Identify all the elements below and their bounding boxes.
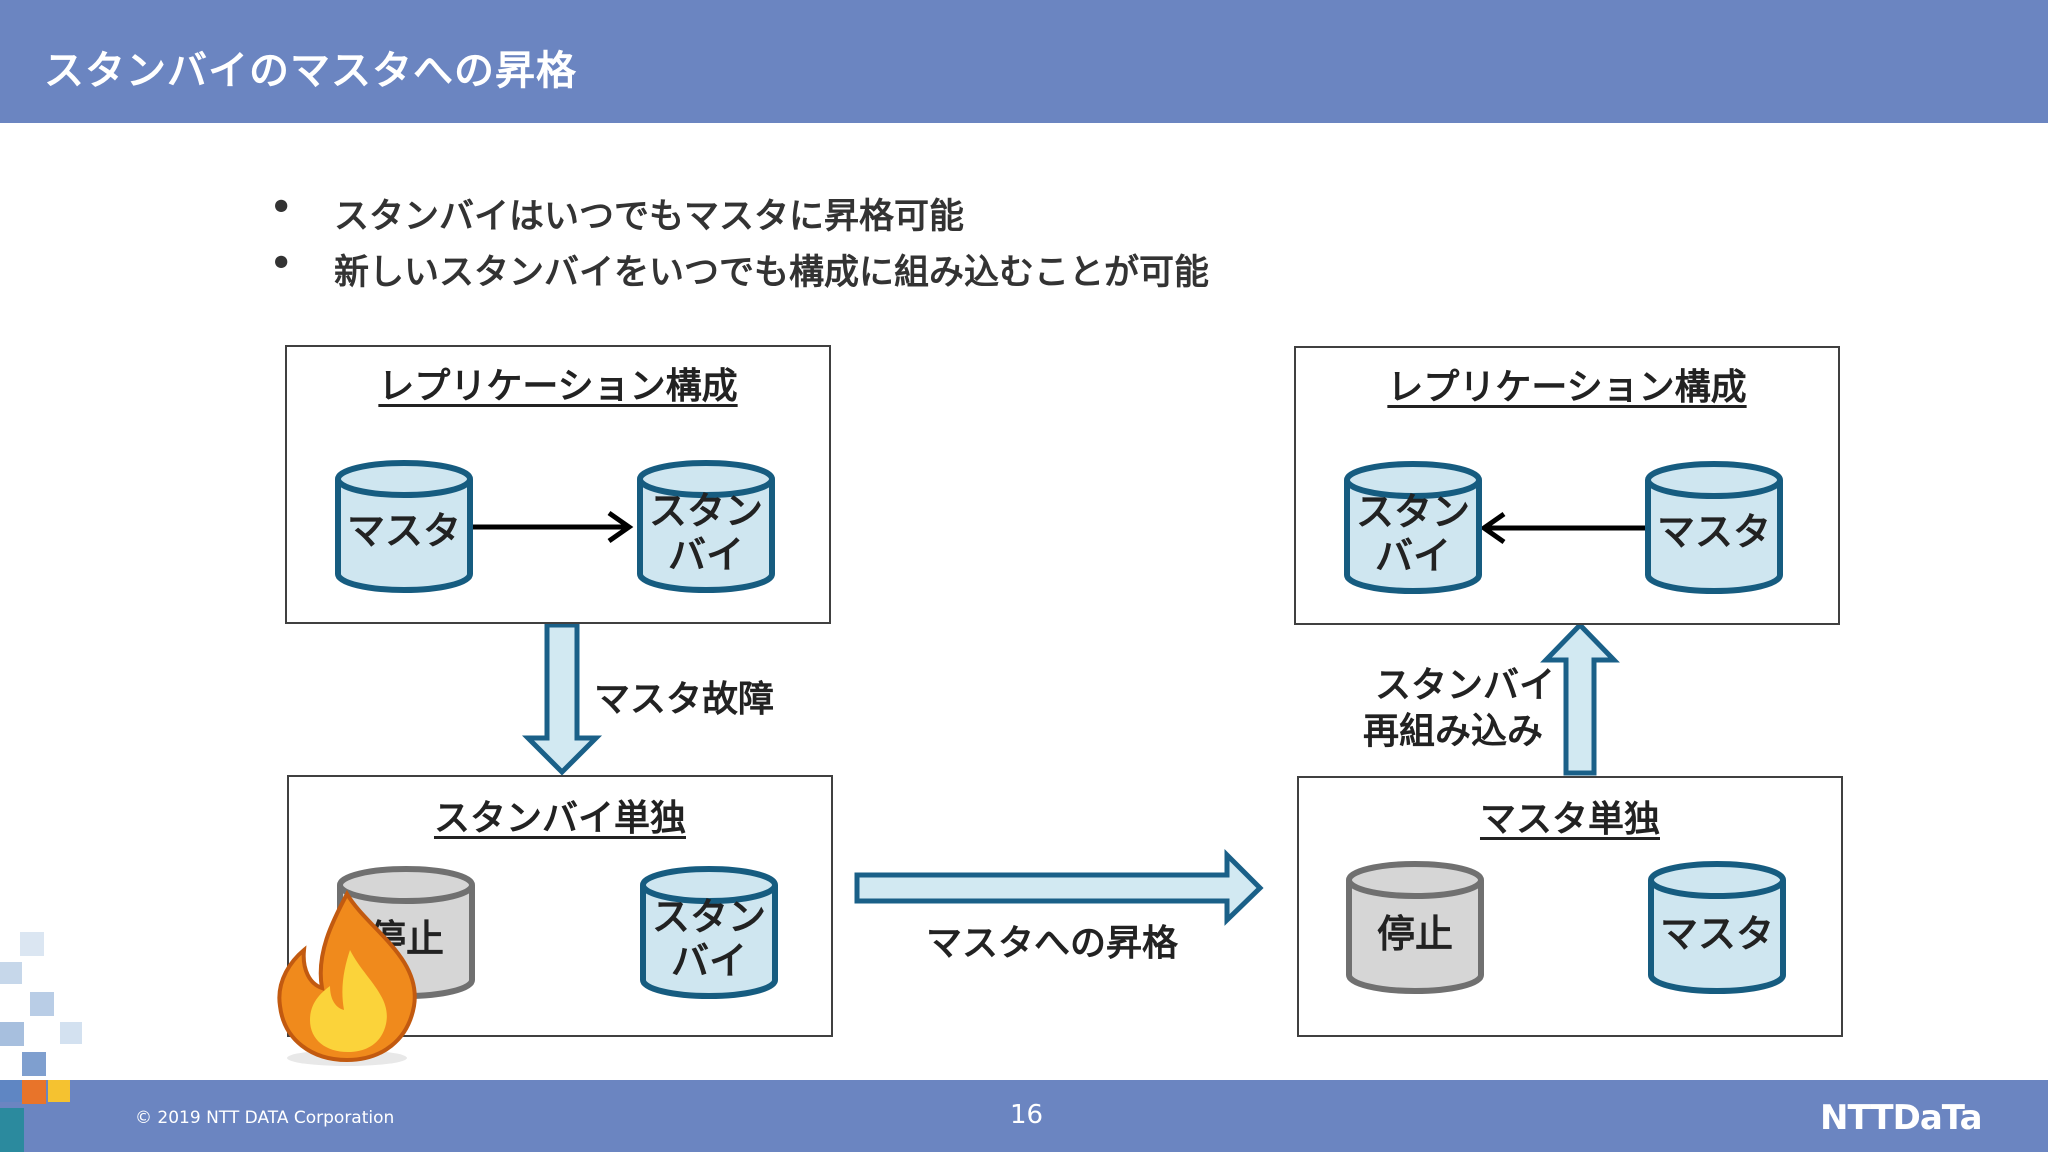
slide-title: スタンバイのマスタへの昇格 (44, 48, 577, 94)
box-title: マスタ単独 (1479, 799, 1660, 840)
cylinder-label: マスタ (1656, 510, 1771, 554)
arrow-down-shape (521, 622, 603, 776)
copyright-text: © 2019 NTT DATA Corporation (135, 1108, 395, 1128)
standby-db-cylinder: スタン バイ (1343, 460, 1483, 595)
box-title: レプリケーション構成 (378, 366, 738, 407)
replication-box-after: レプリケーション構成 スタン バイ マスタ (1294, 346, 1840, 625)
header-bar (0, 0, 2048, 123)
box-title: レプリケーション構成 (1387, 367, 1747, 408)
fire-icon (277, 889, 417, 1066)
bullet-marker: • (270, 244, 293, 284)
cylinder-label: マスタ (346, 509, 461, 553)
master-db-cylinder: マスタ (1644, 460, 1784, 595)
replication-arrow (1479, 511, 1645, 545)
cylinder-label-line2: バイ (1374, 534, 1451, 578)
standby-only-box: スタンバイ単独 停止 スタン バイ (287, 775, 833, 1037)
footer-bar (0, 1080, 2048, 1152)
arrow-up-shape (1540, 621, 1620, 776)
standby-db-cylinder: スタン バイ (636, 459, 776, 594)
master-db-cylinder: マスタ (334, 459, 474, 594)
company-logo: NTTDaTa (1820, 1098, 1983, 1138)
bullet-text: スタンバイはいつでもマスタに昇格可能 (334, 197, 965, 237)
reattach-label-line1: スタンバイ (1375, 665, 1556, 706)
stopped-db-cylinder: 停止 (1345, 860, 1485, 995)
master-db-cylinder: マスタ (1647, 860, 1787, 995)
arrow-right-shape (854, 848, 1264, 926)
standby-db-cylinder: スタン バイ (639, 865, 779, 1000)
cylinder-label-line2: バイ (667, 533, 744, 577)
box-title: スタンバイ単独 (433, 798, 686, 839)
decorative-mosaic (0, 932, 82, 1152)
cylinder-label: 停止 (1376, 912, 1453, 956)
replication-arrow (472, 510, 634, 544)
cylinder-label: マスタ (1659, 912, 1774, 956)
page-number: 16 (1010, 1100, 1044, 1130)
promotion-label: マスタへの昇格 (926, 923, 1179, 964)
master-only-box: マスタ単独 停止 マスタ (1297, 776, 1843, 1037)
master-failure-label: マスタ故障 (594, 679, 775, 720)
replication-box-before: レプリケーション構成 マスタ スタン バイ (285, 345, 831, 624)
cylinder-label-line2: バイ (670, 939, 747, 983)
cylinder-label-line1: スタン (1355, 490, 1470, 534)
cylinder-label-line1: スタン (651, 895, 766, 939)
bullet-text: 新しいスタンバイをいつでも構成に組み込むことが可能 (334, 253, 1210, 293)
bullet-marker: • (270, 188, 293, 228)
reattach-label-line2: 再組み込み (1363, 711, 1544, 752)
cylinder-label-line1: スタン (648, 489, 763, 533)
